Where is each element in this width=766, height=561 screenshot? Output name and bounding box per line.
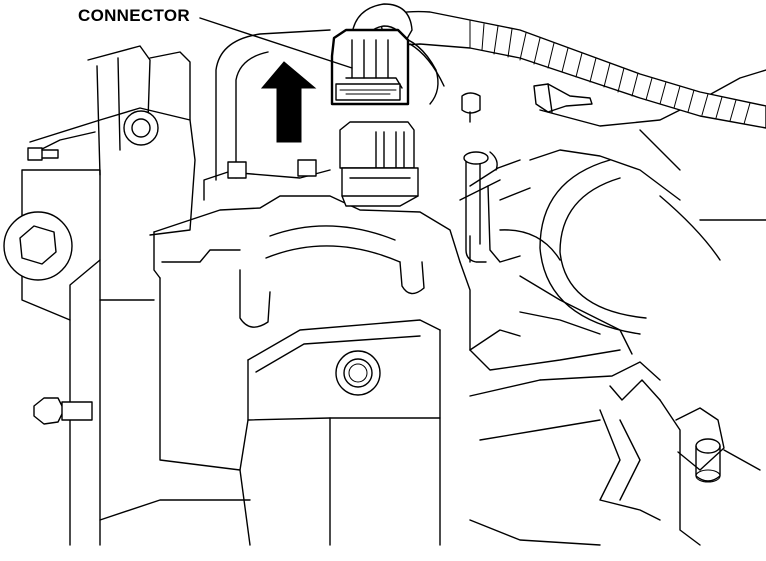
central-body: [153, 195, 471, 546]
wire-harness: [351, 3, 766, 129]
left-hex-bolt: [3, 211, 73, 281]
connector-leader-line: [199, 17, 353, 69]
right-housing: [459, 69, 766, 546]
up-arrow-icon: [260, 61, 317, 143]
lower-left-block: [33, 259, 251, 546]
breather-pipe: [463, 151, 498, 263]
connector-plug: [330, 28, 410, 106]
connector-receptacle: [339, 121, 419, 207]
upper-middle-dome: [203, 29, 331, 201]
connector-callout-label: CONNECTOR: [78, 6, 190, 25]
upper-left-housing: [21, 45, 196, 321]
